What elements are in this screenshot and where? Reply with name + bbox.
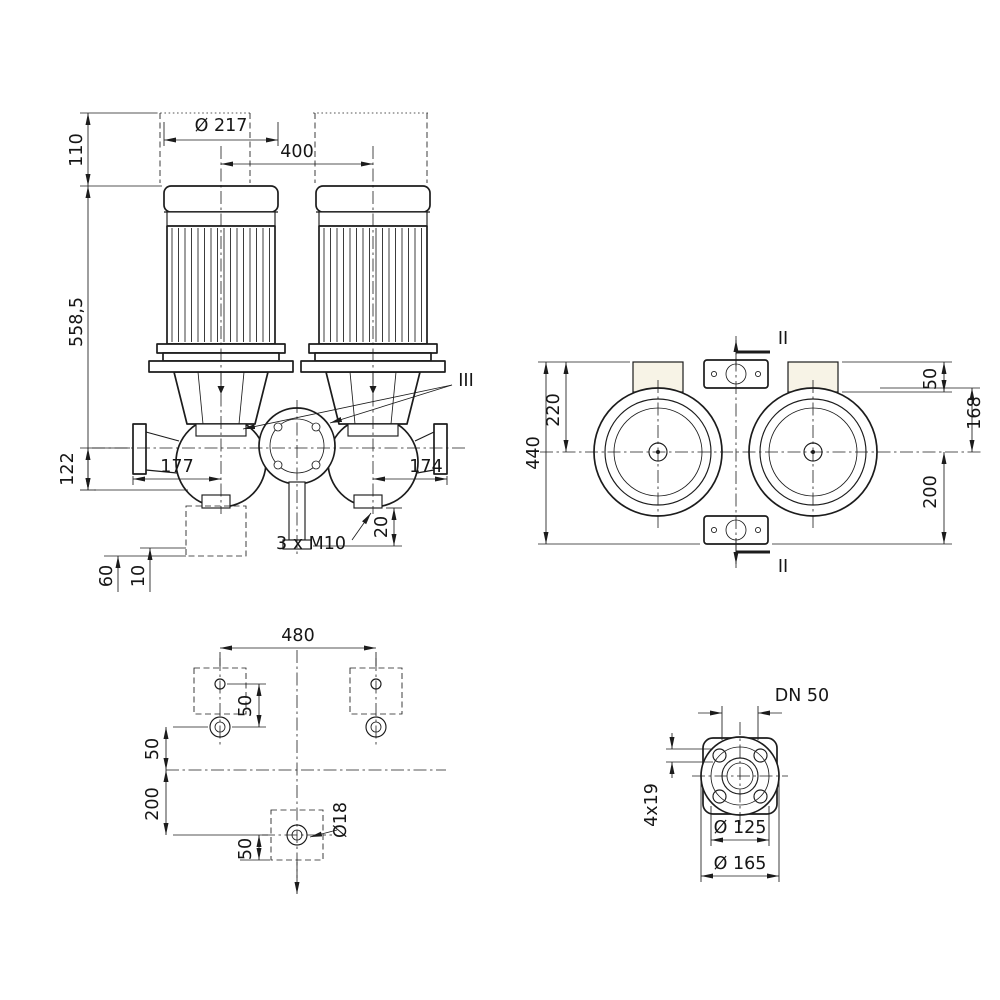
bolt-hole [753, 789, 768, 804]
centerlines-top [540, 336, 982, 568]
pump-foot-left [201, 494, 231, 509]
label-hole-diameter: Ø18 [331, 802, 351, 838]
front-view: Ø 217 400 110 558,5 122 177 174 III 3 x [58, 112, 474, 592]
dim-axis-to-port: 200 [921, 475, 941, 508]
motor-option-outline [156, 112, 429, 183]
section-marks: II II [733, 329, 788, 577]
label-section-top: II [778, 329, 788, 349]
dim-motor-diameter: Ø 217 [195, 116, 248, 136]
dimensions-flange: DN 50 4x19 Ø 125 Ø 165 [642, 686, 829, 882]
label-nominal-diameter: DN 50 [775, 686, 829, 706]
dim-bolt-circle: Ø 125 [714, 818, 767, 838]
suction-flange [132, 423, 147, 475]
fin-lines-right [323, 228, 422, 342]
dim-foundation-depth: 60 [97, 565, 117, 587]
dim-port-spacing: 400 [280, 142, 313, 162]
dim-flange-to-axis: 168 [965, 396, 985, 429]
centerlines-front [92, 146, 468, 556]
dim-grout-thickness: 10 [129, 565, 149, 587]
dim-offset-left: 177 [160, 457, 193, 477]
flange-view: DN 50 4x19 Ø 125 Ø 165 [642, 686, 829, 882]
label-tappings: 3 x M10 [276, 534, 346, 554]
anchor-plate-left [193, 667, 247, 715]
label-section-bottom: II [778, 557, 788, 577]
centerlines-foundation [166, 650, 446, 894]
dim-bolt-span: 480 [281, 626, 314, 646]
top-view: II II 440 220 50 168 200 [524, 329, 985, 577]
dim-row-offset: 200 [143, 787, 163, 820]
dim-height-top: 110 [67, 133, 87, 166]
dim-axis-to-edge: 220 [544, 393, 564, 426]
label-seal-ref: III [458, 371, 473, 391]
dim-height-base: 122 [58, 452, 78, 485]
foundation-block [185, 505, 247, 557]
dim-foot-slot: 20 [372, 516, 392, 538]
dim-height-total: 558,5 [67, 297, 87, 347]
fin-lines-left [171, 228, 270, 342]
anchor-bolt-right [365, 716, 387, 738]
bolt-hole [712, 789, 727, 804]
dimensions-front: Ø 217 400 110 558,5 122 177 174 III 3 x [58, 112, 474, 592]
anchor-plate-lower [270, 809, 324, 861]
anchor-plate-right [349, 667, 403, 715]
anchor-hole [214, 678, 226, 690]
dim-offset-right: 174 [409, 457, 442, 477]
dim-lower-pitch: 50 [236, 838, 256, 860]
bolt-hole [753, 748, 768, 763]
dim-overall-depth: 440 [524, 436, 544, 469]
label-bolt-holes: 4x19 [642, 783, 662, 827]
discharge-flange [433, 423, 448, 475]
dim-pad-height: 50 [921, 368, 941, 390]
anchor-bolt-left [209, 716, 231, 738]
terminal-box-right [787, 361, 839, 393]
foundation-view: 480 50 50 200 50 Ø18 [143, 626, 446, 894]
anchor-hole [370, 678, 382, 690]
anchor-bolt-lower [286, 824, 308, 846]
dim-axis-offset: 50 [143, 738, 163, 760]
dimensions-top: 440 220 50 168 200 [524, 361, 985, 545]
pump-foot-right [353, 494, 383, 509]
pump-housing [132, 407, 448, 550]
dim-hole-pitch: 50 [236, 695, 256, 717]
dim-outer-diameter: Ø 165 [714, 854, 767, 874]
bolt-hole [712, 748, 727, 763]
dimensions-foundation: 480 50 50 200 50 Ø18 [143, 626, 377, 861]
